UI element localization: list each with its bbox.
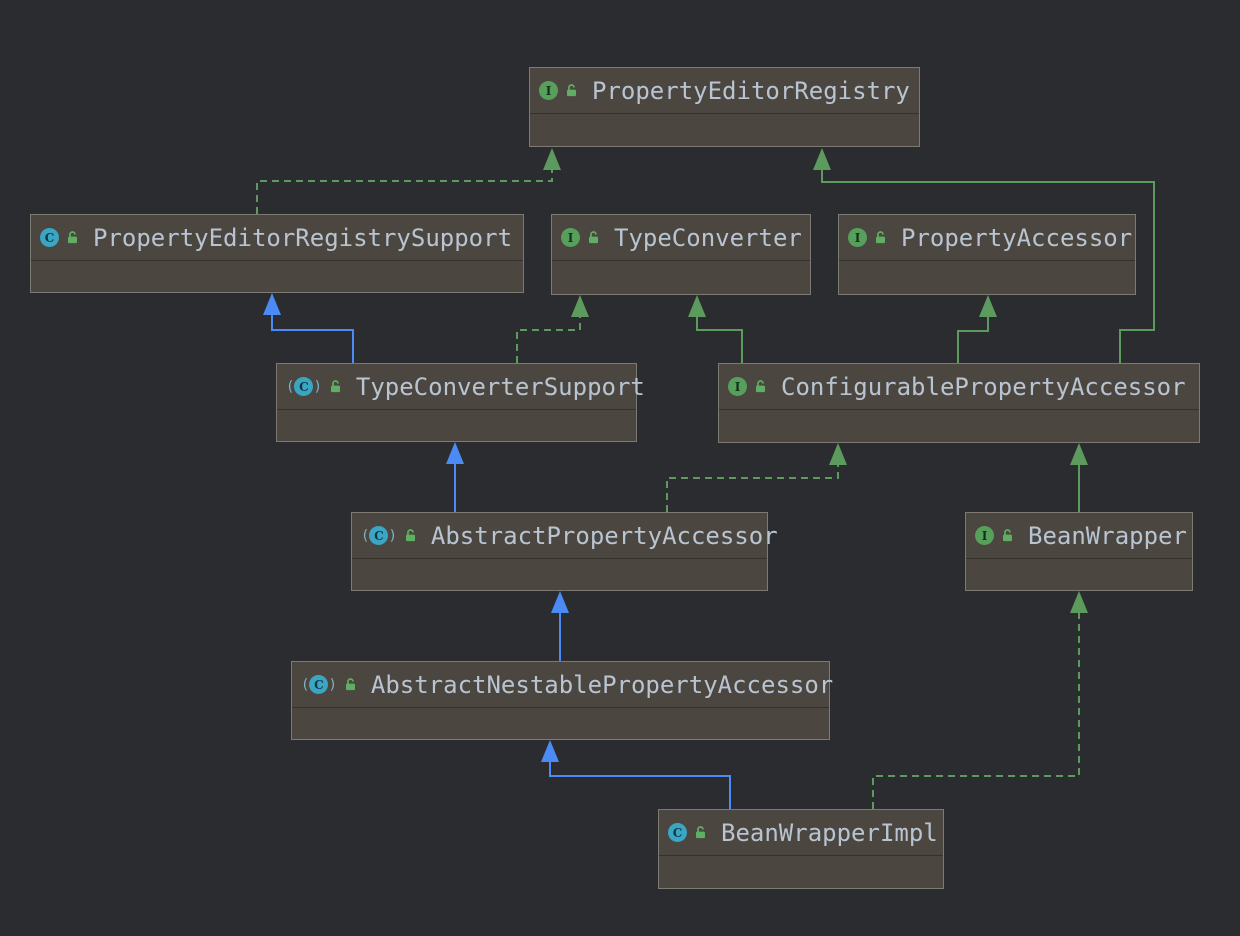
abstract-paren-close: ) bbox=[328, 676, 337, 693]
node-members-compartment bbox=[352, 559, 767, 590]
public-unlocked-icon bbox=[564, 83, 579, 98]
edge-extends-interface-configurablepropertyaccessor-to-typeconverter bbox=[688, 295, 743, 363]
node-members-compartment bbox=[839, 261, 1135, 294]
abstract-class-icon-letter: C bbox=[369, 526, 389, 545]
node-label: BeanWrapperImpl bbox=[721, 818, 938, 847]
edge-extends-interface-configurablepropertyaccessor-to-propertyaccessor bbox=[957, 295, 997, 363]
interface-icon: I bbox=[539, 81, 558, 100]
node-members-compartment bbox=[719, 410, 1199, 442]
edge-implements-typeconvertersupport-to-typeconverter bbox=[516, 295, 589, 363]
node-header: C PropertyEditorRegistrySupport bbox=[31, 215, 523, 261]
interface-icon: I bbox=[561, 228, 580, 247]
node-header: I BeanWrapper bbox=[966, 513, 1192, 559]
interface-icon-letter: I bbox=[975, 526, 994, 545]
node-members-compartment bbox=[659, 856, 943, 888]
node-header: (C) AbstractPropertyAccessor bbox=[352, 513, 778, 559]
edge-extends-class-beanwrapperimpl-to-abstractnestablepropertyaccessor bbox=[541, 740, 731, 809]
public-unlocked-icon bbox=[693, 825, 708, 840]
node-header: C BeanWrapperImpl bbox=[659, 810, 943, 856]
public-unlocked-icon bbox=[328, 379, 343, 394]
interface-icon-letter: I bbox=[848, 228, 867, 247]
abstract-class-icon: (C) bbox=[286, 377, 322, 396]
arrowhead-icon bbox=[263, 293, 281, 315]
public-unlocked-icon bbox=[586, 230, 601, 245]
edge-implements-beanwrapperimpl-to-beanwrapper bbox=[872, 591, 1088, 809]
node-members-compartment bbox=[31, 261, 523, 292]
edge-implements-abstractpropertyaccessor-to-configurablepropertyaccessor bbox=[666, 443, 847, 512]
interface-icon: I bbox=[728, 377, 747, 396]
abstract-paren-open: ( bbox=[301, 676, 310, 693]
public-unlocked-icon bbox=[753, 379, 768, 394]
node-label: BeanWrapper bbox=[1028, 521, 1187, 550]
edge-implements-propertyeditorregistrysupport-to-propertyeditorregistry bbox=[256, 148, 561, 214]
node-label: TypeConverterSupport bbox=[355, 372, 645, 401]
node-label: AbstractNestablePropertyAccessor bbox=[370, 670, 834, 699]
arrowhead-icon bbox=[1070, 443, 1088, 465]
arrowhead-icon bbox=[446, 442, 464, 464]
class-icon: C bbox=[668, 823, 687, 842]
arrowhead-icon bbox=[1070, 591, 1088, 613]
node-header: (C) AbstractNestablePropertyAccessor bbox=[292, 662, 833, 708]
interface-icon-letter: I bbox=[561, 228, 580, 247]
edge-extends-interface-beanwrapper-to-configurablepropertyaccessor bbox=[1070, 443, 1088, 512]
arrowhead-icon bbox=[551, 591, 569, 613]
interface-icon-letter: I bbox=[728, 377, 747, 396]
node-configurablepropertyaccessor[interactable]: I ConfigurablePropertyAccessor bbox=[718, 363, 1200, 443]
node-members-compartment bbox=[292, 708, 829, 739]
node-propertyeditorregistrysupport[interactable]: C PropertyEditorRegistrySupport bbox=[30, 214, 524, 293]
node-typeconverter[interactable]: I TypeConverter bbox=[551, 214, 811, 295]
abstract-class-icon: (C) bbox=[361, 526, 397, 545]
node-beanwrapperimpl[interactable]: C BeanWrapperImpl bbox=[658, 809, 944, 889]
abstract-paren-open: ( bbox=[286, 378, 295, 395]
node-members-compartment bbox=[552, 261, 810, 294]
class-icon-letter: C bbox=[668, 823, 687, 842]
node-header: (C) TypeConverterSupport bbox=[277, 364, 645, 410]
interface-icon: I bbox=[975, 526, 994, 545]
abstract-class-icon-letter: C bbox=[294, 377, 314, 396]
node-typeconvertersupport[interactable]: (C) TypeConverterSupport bbox=[276, 363, 645, 442]
abstract-class-icon-letter: C bbox=[309, 675, 329, 694]
node-header: I PropertyAccessor bbox=[839, 215, 1135, 261]
node-header: I TypeConverter bbox=[552, 215, 810, 261]
arrowhead-icon bbox=[541, 740, 559, 762]
node-members-compartment bbox=[530, 114, 919, 146]
interface-icon-letter: I bbox=[539, 81, 558, 100]
public-unlocked-icon bbox=[343, 677, 358, 692]
node-members-compartment bbox=[966, 559, 1192, 590]
public-unlocked-icon bbox=[1000, 528, 1015, 543]
interface-icon: I bbox=[848, 228, 867, 247]
edge-extends-class-typeconvertersupport-to-propertyeditorregistrysupport bbox=[263, 293, 354, 363]
node-members-compartment bbox=[277, 410, 636, 441]
node-propertyeditorregistry[interactable]: I PropertyEditorRegistry bbox=[529, 67, 920, 147]
abstract-paren-close: ) bbox=[313, 378, 322, 395]
node-label: AbstractPropertyAccessor bbox=[430, 521, 778, 550]
abstract-paren-close: ) bbox=[388, 527, 397, 544]
public-unlocked-icon bbox=[65, 230, 80, 245]
arrowhead-icon bbox=[979, 295, 997, 317]
arrowhead-icon bbox=[688, 295, 706, 317]
public-unlocked-icon bbox=[403, 528, 418, 543]
arrowhead-icon bbox=[829, 443, 847, 465]
arrowhead-icon bbox=[543, 148, 561, 170]
node-abstractpropertyaccessor[interactable]: (C) AbstractPropertyAccessor bbox=[351, 512, 778, 591]
class-icon: C bbox=[40, 228, 59, 247]
node-label: PropertyEditorRegistry bbox=[592, 76, 910, 105]
node-beanwrapper[interactable]: I BeanWrapper bbox=[965, 512, 1193, 591]
arrowhead-icon bbox=[571, 295, 589, 317]
node-propertyaccessor[interactable]: I PropertyAccessor bbox=[838, 214, 1136, 295]
arrowhead-icon bbox=[813, 148, 831, 170]
abstract-paren-open: ( bbox=[361, 527, 370, 544]
abstract-class-icon: (C) bbox=[301, 675, 337, 694]
node-abstractnestablepropertyaccessor[interactable]: (C) AbstractNestablePropertyAccessor bbox=[291, 661, 833, 740]
node-label: PropertyAccessor bbox=[901, 223, 1133, 252]
edge-extends-class-abstractnestablepropertyaccessor-to-abstractpropertyaccessor bbox=[551, 591, 569, 661]
node-label: ConfigurablePropertyAccessor bbox=[781, 372, 1186, 401]
node-header: I ConfigurablePropertyAccessor bbox=[719, 364, 1199, 410]
edge-extends-class-abstractpropertyaccessor-to-typeconvertersupport bbox=[446, 442, 464, 512]
node-label: PropertyEditorRegistrySupport bbox=[93, 223, 513, 252]
node-header: I PropertyEditorRegistry bbox=[530, 68, 919, 114]
node-label: TypeConverter bbox=[614, 223, 802, 252]
public-unlocked-icon bbox=[873, 230, 888, 245]
class-icon-letter: C bbox=[40, 228, 59, 247]
